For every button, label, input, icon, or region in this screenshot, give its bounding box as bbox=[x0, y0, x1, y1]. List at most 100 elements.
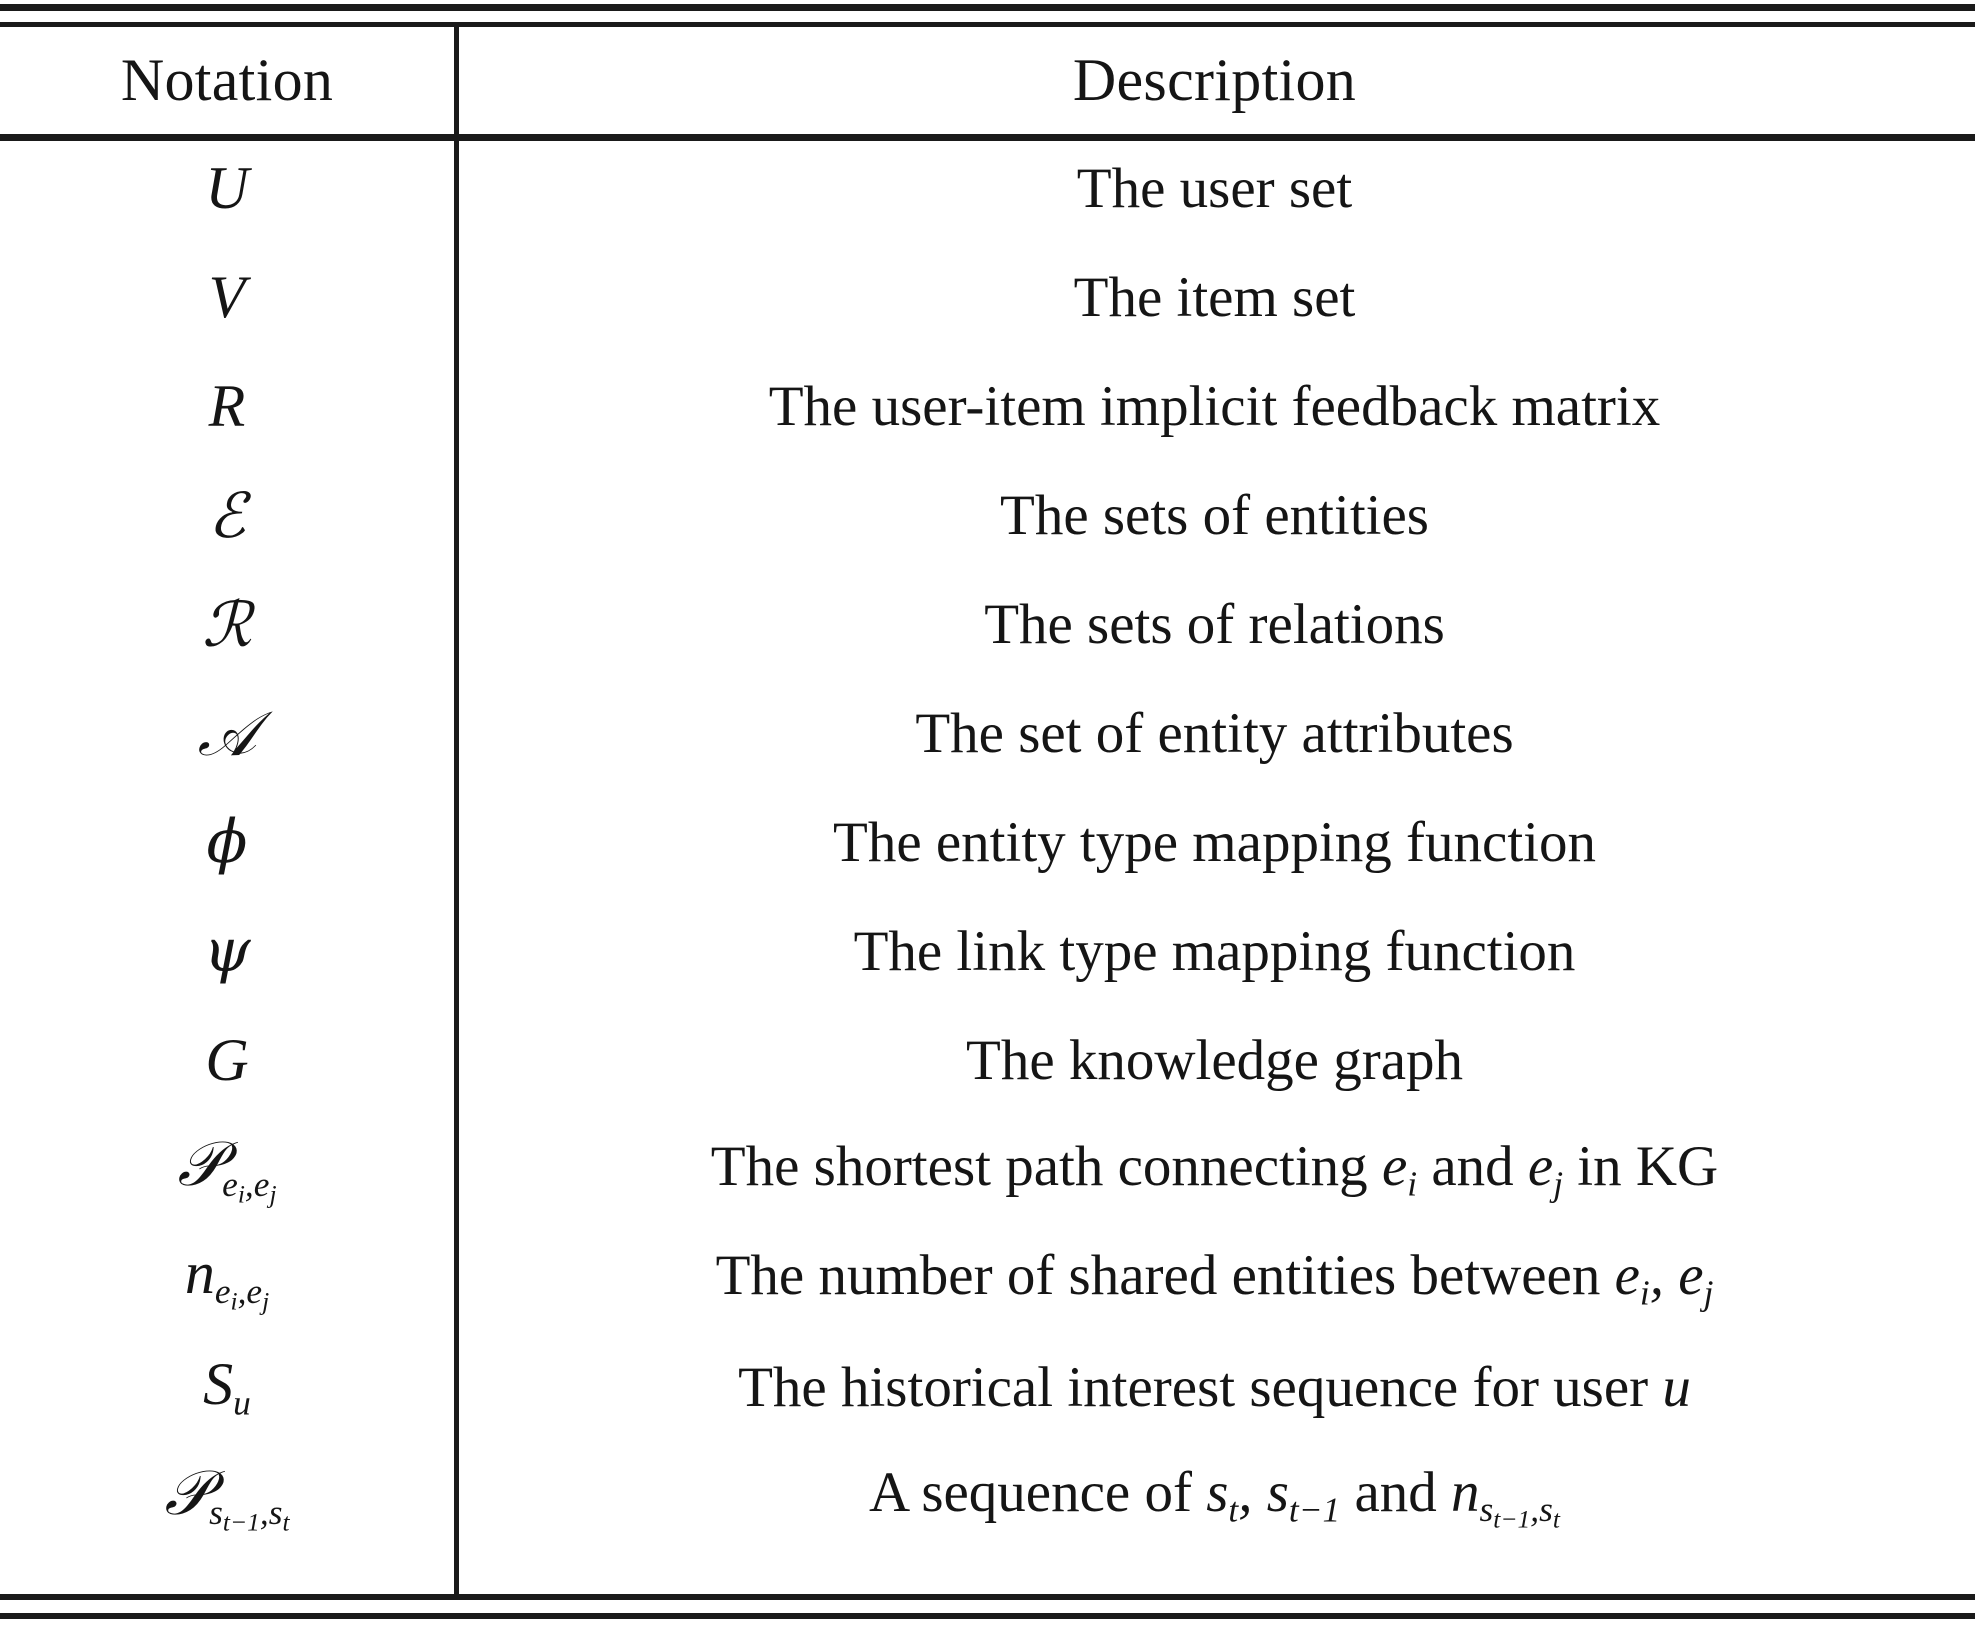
table-row: R The user-item implicit feedback matrix bbox=[0, 352, 1975, 461]
table-row: 𝒫st−1,st A sequence of st, st−1 and nst−… bbox=[0, 1442, 1975, 1554]
math-s: s bbox=[1206, 1460, 1229, 1524]
sub-t: t bbox=[222, 1507, 230, 1537]
description-cell-link-type-fn: The link type mapping function bbox=[853, 919, 1576, 983]
sub-comma: , bbox=[259, 1493, 269, 1533]
desc-text-and: and bbox=[1354, 1460, 1437, 1524]
notation-cell-item-set: V bbox=[0, 243, 454, 352]
symbol-R-calligraphic: ℛ bbox=[202, 587, 252, 661]
table-row: Su The historical interest sequence for … bbox=[0, 1333, 1975, 1442]
inline-math-st: st, bbox=[1206, 1460, 1252, 1528]
table-row: 𝒫ei,ej The shortest path connecting ei a… bbox=[0, 1115, 1975, 1224]
description-cell-shared-entities: The number of shared entities between ei… bbox=[454, 1224, 1975, 1333]
notation-cell-knowledge-graph: G bbox=[0, 1006, 454, 1115]
column-divider bbox=[454, 27, 459, 1596]
math-sub-j: j bbox=[1703, 1273, 1714, 1313]
math-e2: e bbox=[1678, 1243, 1704, 1307]
math-minus-one: −1 bbox=[1298, 1490, 1341, 1530]
inline-math-ei: ei, bbox=[1615, 1243, 1664, 1311]
symbol-R-italic: R bbox=[208, 373, 246, 439]
math-e: e bbox=[1381, 1134, 1408, 1198]
table-row: ψ The link type mapping function bbox=[0, 897, 1975, 1006]
symbol-S: S bbox=[203, 1351, 234, 1418]
symbol-S-sub-u: Su bbox=[203, 1351, 251, 1422]
table-row: ℛ The sets of relations bbox=[0, 570, 1975, 679]
subscript-ei-ej: ei,ej bbox=[214, 1272, 269, 1314]
column-header-notation: Notation bbox=[120, 47, 334, 113]
sub-comma: , bbox=[244, 1164, 254, 1204]
table-body: U The user set V The item set R The user… bbox=[0, 134, 1975, 1554]
symbol-A-calligraphic: 𝒜 bbox=[197, 696, 257, 770]
inline-math-st-1: st−1 bbox=[1267, 1461, 1341, 1528]
description-cell-relations: The sets of relations bbox=[984, 592, 1445, 656]
inline-math-n-sub: nst−1,st bbox=[1451, 1460, 1560, 1532]
notation-cell-entities: ℰ bbox=[0, 461, 454, 570]
sub-comma: , bbox=[237, 1272, 247, 1312]
description-cell-path-sequence: A sequence of st, st−1 and nst−1,st bbox=[454, 1442, 1975, 1554]
sub-j: j bbox=[269, 1179, 277, 1209]
description-cell-attributes: The set of entity attributes bbox=[915, 701, 1514, 765]
table-row: 𝒜 The set of entity attributes bbox=[0, 679, 1975, 788]
subscript-ei-ej: ei,ej bbox=[222, 1164, 276, 1207]
notation-cell-shared-entities: nei,ej bbox=[0, 1224, 454, 1333]
math-sub-t: t bbox=[1228, 1490, 1239, 1530]
symbol-phi: ϕ bbox=[206, 807, 248, 877]
notation-cell-relations: ℛ bbox=[0, 570, 454, 679]
notation-cell-link-type-fn: ψ bbox=[0, 897, 454, 1006]
math-t-minus-1b: t−1 bbox=[1493, 1505, 1530, 1534]
description-cell-shortest-path: The shortest path connecting ei and ej i… bbox=[454, 1115, 1975, 1224]
table-row: ℰ The sets of entities bbox=[0, 461, 1975, 570]
math-s3: s bbox=[1479, 1490, 1494, 1530]
table-row: nei,ej The number of shared entities bet… bbox=[0, 1224, 1975, 1333]
math-sub-i: i bbox=[1639, 1273, 1650, 1313]
sub-s2: s bbox=[268, 1493, 283, 1533]
math-comma: , bbox=[1649, 1243, 1664, 1307]
math-minus-one2: −1 bbox=[1500, 1504, 1531, 1534]
symbol-P-calligraphic: 𝒫 bbox=[164, 1455, 210, 1529]
desc-text-b: in KG bbox=[1577, 1134, 1719, 1198]
sub-i: i bbox=[230, 1286, 238, 1316]
notation-table: Notation Description U The user set V Th… bbox=[0, 27, 1975, 1554]
column-header-description: Description bbox=[1072, 47, 1357, 113]
sub-t2: t bbox=[282, 1507, 290, 1537]
sub-e1: e bbox=[222, 1164, 238, 1204]
table-top-rule-outer bbox=[0, 4, 1975, 11]
math-t: t bbox=[1288, 1490, 1299, 1530]
subscript-st-1-st: st−1,st bbox=[209, 1493, 289, 1535]
description-cell-entities: The sets of entities bbox=[1000, 483, 1429, 547]
sub-j: j bbox=[262, 1286, 270, 1316]
sub-s1: s bbox=[209, 1493, 223, 1533]
subscript-u: u bbox=[233, 1383, 251, 1423]
math-t2: t bbox=[1493, 1504, 1501, 1534]
table-row: G The knowledge graph bbox=[0, 1006, 1975, 1115]
notation-cell-feedback-matrix: R bbox=[0, 352, 454, 461]
inline-math-u: u bbox=[1662, 1355, 1691, 1419]
notation-cell-attributes: 𝒜 bbox=[0, 679, 454, 788]
symbol-V: V bbox=[208, 264, 246, 330]
symbol-psi: ψ bbox=[203, 916, 251, 986]
sub-minus-one: −1 bbox=[229, 1507, 260, 1537]
desc-text-a: The shortest path connecting bbox=[710, 1134, 1368, 1198]
sub-t-minus-1: t−1 bbox=[223, 1508, 260, 1537]
symbol-P-sub-st-1-st: 𝒫st−1,st bbox=[164, 1460, 289, 1536]
symbol-n: n bbox=[184, 1239, 215, 1306]
description-cell-user-set: The user set bbox=[1076, 156, 1353, 220]
math-sub-st-1-st: st−1,st bbox=[1479, 1490, 1560, 1532]
symbol-P-sub-ei-ej: 𝒫ei,ej bbox=[177, 1131, 276, 1207]
inline-math-ej: ej bbox=[1678, 1243, 1713, 1311]
desc-text-and: and bbox=[1431, 1134, 1514, 1198]
math-n: n bbox=[1451, 1460, 1480, 1524]
inline-math-ej: ej bbox=[1527, 1134, 1563, 1202]
notation-cell-shortest-path: 𝒫ei,ej bbox=[0, 1115, 454, 1224]
sub-e1: e bbox=[214, 1272, 231, 1312]
math-comma2: , bbox=[1530, 1490, 1540, 1530]
symbol-U: U bbox=[205, 155, 249, 221]
table-row: U The user set bbox=[0, 134, 1975, 243]
math-sub-j: j bbox=[1553, 1164, 1564, 1204]
inline-math-ei: ei bbox=[1381, 1134, 1417, 1202]
math-t3: t bbox=[1552, 1504, 1560, 1534]
math-e2: e bbox=[1527, 1134, 1554, 1198]
description-cell-item-set: The item set bbox=[1073, 265, 1356, 329]
math-sub-i: i bbox=[1407, 1164, 1418, 1204]
table-bottom-rule-outer bbox=[0, 1613, 1975, 1619]
